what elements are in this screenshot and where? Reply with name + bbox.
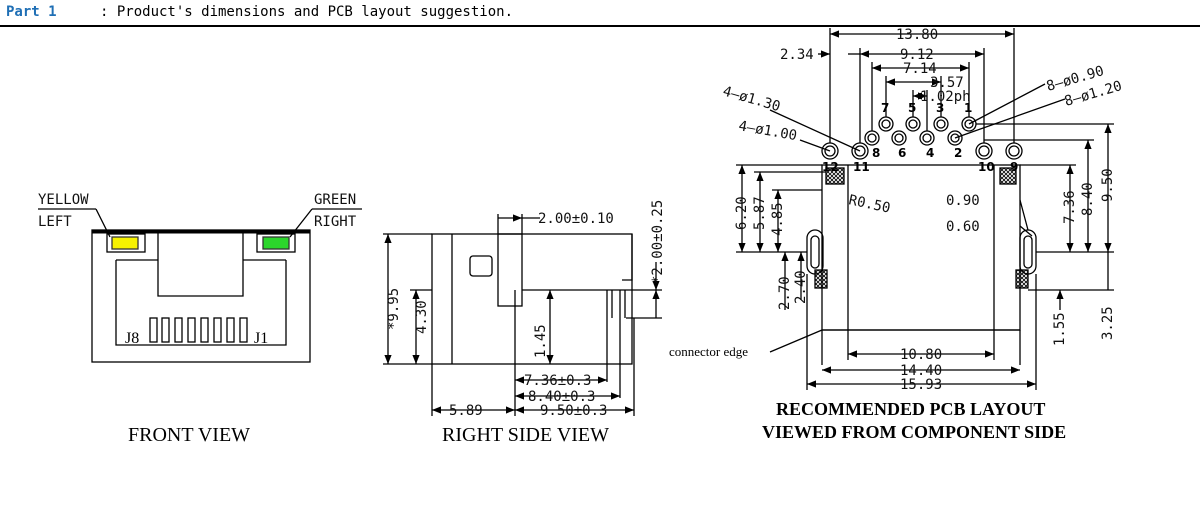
pcb-title-1: RECOMMENDED PCB LAYOUT: [776, 399, 1045, 419]
pcb-body: [821, 164, 1021, 331]
side-latch: [497, 233, 523, 307]
dim-15-93: 15.93: [900, 377, 942, 393]
hole-4: [919, 130, 935, 146]
contact-pins: [149, 317, 248, 343]
dim-pitch: 1.02ph: [920, 89, 971, 105]
dim-9-95: *9.95: [386, 288, 402, 330]
dim-3-57: 3.57: [930, 75, 964, 91]
hole-8: [864, 130, 880, 146]
pcb-layout: [736, 28, 1114, 390]
pin-12: 12: [822, 160, 839, 174]
front-view-title: FRONT VIEW: [128, 424, 250, 446]
yellow-leader: [95, 208, 111, 238]
yellow-led: [111, 236, 139, 250]
dim-r050: R0.50: [847, 192, 892, 216]
dim-2-40: 2.40: [793, 270, 809, 304]
pin-4: 4: [926, 146, 934, 160]
hole-2: [947, 130, 963, 146]
pcb-title-2: VIEWED FROM COMPONENT SIDE: [762, 422, 1066, 442]
dim-2-70: 2.70: [777, 276, 793, 310]
side-window: [469, 255, 493, 277]
yellow-label: YELLOW: [38, 192, 89, 208]
dim-8-40: 8.40±0.3: [528, 389, 595, 405]
port-opening: [115, 260, 287, 346]
dim-5-87: 5.87: [752, 196, 768, 230]
side-view-title: RIGHT SIDE VIEW: [442, 424, 609, 446]
hole-3: [933, 116, 949, 132]
dim-7-36-pcb: 7.36: [1062, 190, 1078, 224]
header-rule: [0, 25, 1200, 27]
dim-9-50-pcb: 9.50: [1100, 168, 1116, 202]
hole-7: [878, 116, 894, 132]
green-leader: [289, 208, 313, 238]
j1-label: J1: [254, 330, 268, 347]
dim-1-45: 1.45: [533, 324, 549, 358]
dim-3-25: 3.25: [1100, 306, 1116, 340]
holes-100: 4—ø1.00: [737, 118, 798, 144]
right-label: RIGHT: [314, 214, 357, 230]
pin-10: 10: [978, 160, 995, 174]
holes-130: 4—ø1.30: [721, 83, 782, 115]
dim-1-55: 1.55: [1052, 312, 1068, 346]
part-label: Part 1: [6, 4, 66, 20]
left-label: LEFT: [38, 214, 72, 230]
jack-outline: [91, 229, 311, 363]
right-side-view: [383, 214, 662, 416]
dim-2-34: 2.34: [780, 47, 814, 63]
dim-4-85: 4.85: [770, 202, 786, 236]
dim-4-30: 4.30: [414, 300, 430, 334]
pin-9: 9: [1010, 160, 1018, 174]
pin-5: 5: [908, 101, 916, 115]
dim-2-00-010: 2.00±0.10: [538, 211, 614, 227]
part-description: : Product's dimensions and PCB layout su…: [100, 4, 514, 20]
dim-5-89: 5.89: [449, 403, 483, 419]
dim-6-20: 6.20: [734, 196, 750, 230]
front-view: [38, 208, 362, 363]
dim-13-80: 13.80: [896, 27, 938, 43]
pin-6: 6: [898, 146, 906, 160]
dim-14-40: 14.40: [900, 363, 942, 379]
dim-0-60: 0.60: [946, 219, 980, 235]
pin-8: 8: [872, 146, 880, 160]
side-body: [431, 233, 633, 365]
green-led: [262, 236, 290, 250]
green-label: GREEN: [314, 192, 356, 208]
j8-label: J8: [125, 330, 139, 347]
pin-11: 11: [853, 160, 870, 174]
dim-7-14: 7.14: [903, 61, 937, 77]
dim-9-50: 9.50±0.3: [540, 403, 607, 419]
pin-3: 3: [936, 101, 944, 115]
connector-edge-label: connector edge: [669, 344, 748, 359]
dim-2-00-025: *2.00±0.25: [650, 200, 666, 284]
pin-7: 7: [881, 101, 889, 115]
green-led-housing: [256, 233, 296, 253]
dim-9-12: 9.12: [900, 47, 934, 63]
hole-5: [905, 116, 921, 132]
hole-6: [891, 130, 907, 146]
pin-2: 2: [954, 146, 962, 160]
dim-0-90: 0.90: [946, 193, 980, 209]
dim-8-40-pcb: 8.40: [1080, 182, 1096, 216]
yellow-led-housing: [106, 233, 146, 253]
latch-tab: [157, 232, 244, 297]
pin-1: 1: [964, 101, 972, 115]
dim-7-36: 7.36±0.3: [524, 373, 591, 389]
dim-10-80: 10.80: [900, 347, 942, 363]
header: Part 1 : Product's dimensions and PCB la…: [0, 0, 1200, 27]
side-rear: [622, 234, 633, 281]
